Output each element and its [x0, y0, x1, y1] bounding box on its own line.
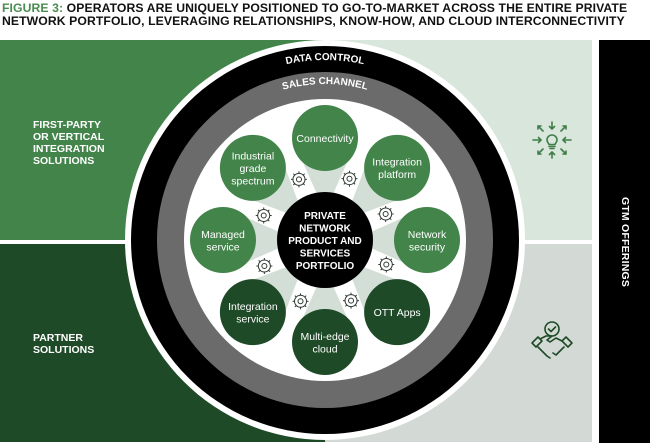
node-circle	[364, 279, 431, 346]
node-label: Managed	[201, 229, 245, 241]
node-label: service	[236, 313, 269, 325]
node-circle	[292, 105, 358, 171]
lightbulb-ideas-icon	[532, 121, 572, 159]
team-gear-icon	[255, 207, 272, 224]
node-label: platform	[378, 169, 416, 181]
portfolio-node: OTT Apps	[364, 279, 431, 346]
sales-channel-label: SALES CHANNEL	[281, 76, 369, 93]
portfolio-node: Connectivity	[292, 105, 358, 171]
center-label-line: PORTFOLIO	[296, 261, 355, 272]
node-label: Network	[408, 229, 447, 241]
node-label: security	[409, 241, 446, 253]
node-label: spectrum	[231, 175, 274, 187]
node-label: Integration	[228, 301, 278, 313]
node-circle	[190, 207, 256, 273]
center-circle	[277, 192, 373, 288]
node-label: service	[206, 241, 239, 253]
node-label: Multi-edge	[300, 331, 349, 343]
node-circle	[219, 279, 286, 346]
center-label-line: PRIVATE	[304, 211, 346, 222]
gtm-offerings-bar: GTM OFFERINGS	[599, 40, 650, 443]
partner-label: PARTNER SOLUTIONS	[33, 332, 95, 356]
figure-title-text: OPERATORS ARE UNIQUELY POSITIONED TO GO-…	[2, 1, 628, 28]
cloud-gear-icon	[292, 293, 309, 310]
node-label: OTT Apps	[374, 307, 421, 319]
node-label: Industrial	[232, 150, 275, 162]
node-label: grade	[239, 163, 266, 175]
gears-cycle-icon	[256, 258, 273, 275]
first-party-label: FIRST-PARTY OR VERTICAL INTEGRATION SOLU…	[33, 119, 105, 167]
figure-label: FIGURE 3:	[2, 1, 64, 15]
center-label-line: NETWORK	[299, 224, 351, 235]
globe-network-icon	[341, 170, 358, 187]
node-label: cloud	[312, 343, 337, 355]
node-circle	[364, 134, 431, 201]
factory-icon	[290, 171, 307, 188]
handshake-check-icon	[531, 321, 573, 359]
figure-title: FIGURE 3: OPERATORS ARE UNIQUELY POSITIO…	[2, 2, 648, 28]
hand-network-icon	[343, 292, 360, 309]
hub-network-icon	[377, 205, 394, 222]
center-label-line: PRODUCT AND	[288, 236, 362, 247]
node-circle	[394, 207, 460, 273]
data-control-label: DATA CONTROL	[285, 52, 366, 67]
node-label: Connectivity	[296, 133, 354, 145]
center-label-line: SERVICES	[300, 249, 351, 260]
node-circle	[292, 309, 358, 375]
node-label: Integration	[372, 157, 422, 169]
node-circle	[219, 134, 286, 201]
shield-gear-icon	[378, 256, 395, 273]
